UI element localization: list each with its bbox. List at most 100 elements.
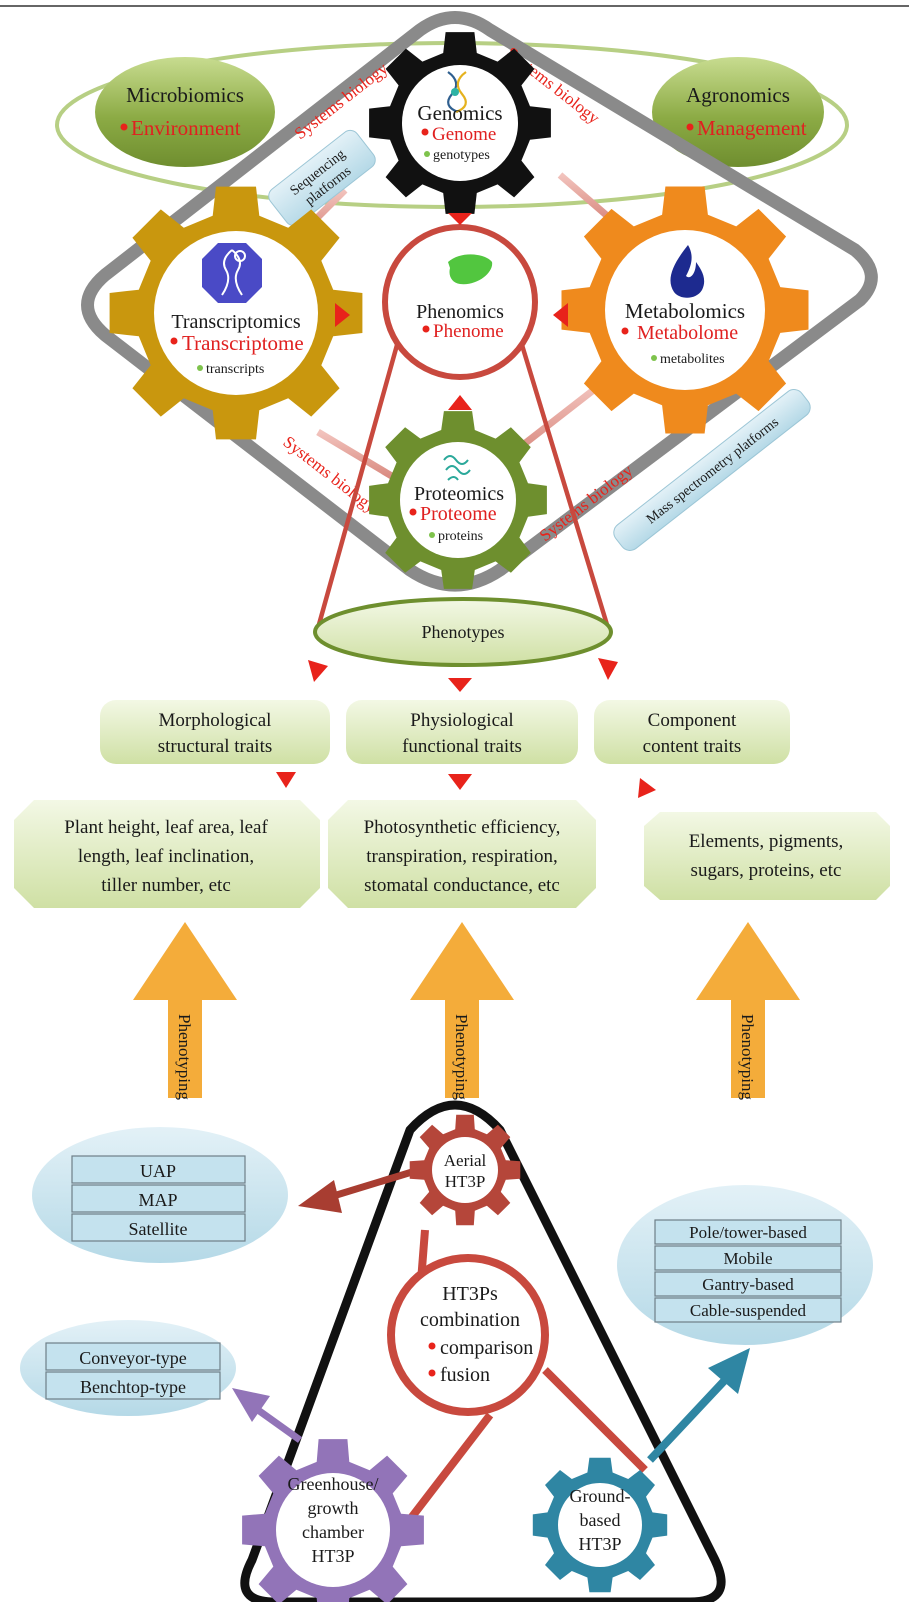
- ground-option-cable: [654, 1297, 842, 1323]
- examples-physiological: Photosynthetic efficiency, transpiration…: [328, 800, 596, 908]
- svg-text:Ground-: Ground-: [570, 1486, 631, 1506]
- combination-node: HT3Ps combination comparison fusion: [387, 1254, 549, 1416]
- trait-arrows: [308, 658, 618, 692]
- svg-text:Mass spectrometry platforms: Mass spectrometry platforms: [644, 415, 782, 527]
- svg-text:transpiration, respiration,: transpiration, respiration,: [366, 846, 558, 867]
- svg-text:length, leaf inclination,: length, leaf inclination,: [78, 846, 254, 867]
- svg-text:HT3Ps: HT3Ps: [442, 1283, 498, 1305]
- phenomics-node: Phenomics Phenome: [382, 224, 538, 380]
- sequencing-platforms-box: Sequencing platforms: [268, 129, 376, 227]
- flame-icon: [670, 245, 705, 298]
- svg-text:Satellite: Satellite: [129, 1219, 188, 1239]
- genomics-item: Genome: [432, 124, 496, 145]
- svg-text:Plant height, leaf area, leaf: Plant height, leaf area, leaf: [64, 817, 268, 838]
- agronomics-node: Agronomics Management: [652, 57, 824, 167]
- svg-text:combination: combination: [420, 1309, 520, 1331]
- trait-physiological: Physiological functional traits: [346, 700, 578, 764]
- aerial-gear: Aerial HT3P: [409, 1114, 521, 1226]
- microbiomics-node: Microbiomics Environment: [95, 57, 275, 167]
- phenotyping-arrow-left: Phenotyping: [133, 922, 237, 1100]
- phenomics-cone: [315, 344, 611, 629]
- svg-text:Morphological: Morphological: [159, 710, 272, 731]
- svg-text:tiller number, etc: tiller number, etc: [101, 875, 231, 896]
- svg-text:functional traits: functional traits: [402, 736, 522, 757]
- transcriptomics-title: Transcriptomics: [171, 311, 300, 333]
- dna-icon: [447, 71, 467, 114]
- greenhouse-option-benchtop: [45, 1371, 221, 1400]
- agronomics-title: Agronomics: [686, 83, 790, 107]
- svg-text:Pole/tower-based: Pole/tower-based: [689, 1223, 807, 1242]
- svg-text:UAP: UAP: [140, 1161, 176, 1181]
- phenotyping-arrow-middle: Phenotyping: [410, 922, 514, 1100]
- systems-biology-frame: [81, 11, 878, 592]
- svg-text:stomatal conductance, etc: stomatal conductance, etc: [364, 875, 560, 896]
- transcriptomics-item: Transcriptome: [182, 331, 304, 355]
- ground-gear: Ground- based HT3P: [532, 1457, 668, 1593]
- metabolomics-item: Metabolome: [637, 322, 738, 344]
- aerial-arrow: [298, 1168, 414, 1213]
- ground-option-mobile: [654, 1245, 842, 1271]
- svg-text:Greenhouse/: Greenhouse/: [288, 1474, 379, 1494]
- svg-text:Benchtop-type: Benchtop-type: [80, 1377, 186, 1397]
- svg-text:Phenotyping: Phenotyping: [738, 1014, 757, 1100]
- dna-octagon-icon: [202, 243, 262, 303]
- svg-text:Conveyor-type: Conveyor-type: [79, 1348, 187, 1368]
- ground-option-pole: [654, 1219, 842, 1245]
- svg-text:HT3P: HT3P: [578, 1534, 621, 1554]
- svg-text:Phenotyping: Phenotyping: [452, 1014, 471, 1100]
- svg-text:growth: growth: [308, 1498, 359, 1518]
- metabolomics-title: Metabolomics: [625, 299, 745, 323]
- svg-text:Gantry-based: Gantry-based: [702, 1275, 794, 1294]
- metabolomics-sub: metabolites: [660, 352, 725, 367]
- svg-text:Mobile: Mobile: [723, 1249, 772, 1268]
- genomics-gear: Genomics Genome genotypes: [369, 32, 551, 214]
- svg-text:Component: Component: [648, 710, 737, 731]
- trait-morphological: Morphological structural traits: [100, 700, 330, 764]
- aerial-option-uap: [71, 1155, 246, 1184]
- metabolomics-gear: Metabolomics Metabolome metabolites: [561, 186, 809, 434]
- svg-text:comparison: comparison: [440, 1337, 533, 1359]
- ground-arrow: [647, 1348, 750, 1463]
- svg-text:Cable-suspended: Cable-suspended: [690, 1301, 807, 1320]
- greenhouse-option-conveyor: [45, 1342, 221, 1371]
- proteomics-item: Proteome: [420, 503, 497, 525]
- svg-text:Elements, pigments,: Elements, pigments,: [689, 831, 844, 852]
- protein-icon: [443, 455, 471, 481]
- genomics-sub: genotypes: [433, 148, 490, 163]
- greenhouse-arrow: [232, 1388, 303, 1443]
- svg-text:Physiological: Physiological: [410, 710, 513, 731]
- svg-text:Photosynthetic efficiency,: Photosynthetic efficiency,: [364, 817, 561, 838]
- aerial-option-map: [71, 1184, 246, 1213]
- genomics-title: Genomics: [417, 101, 502, 125]
- svg-text:based: based: [580, 1510, 621, 1530]
- svg-text:chamber: chamber: [302, 1522, 364, 1542]
- microbiomics-title: Microbiomics: [126, 83, 244, 107]
- svg-text:Aerial: Aerial: [444, 1151, 487, 1170]
- microbiomics-item: Environment: [131, 116, 241, 140]
- trait-component: Component content traits: [594, 700, 790, 764]
- proteomics-title: Proteomics: [414, 483, 504, 505]
- phenotypes-label: Phenotypes: [422, 622, 505, 642]
- ground-option-gantry: [654, 1271, 842, 1297]
- ht3p-triangle: [240, 1100, 726, 1602]
- proteomics-sub: proteins: [438, 529, 483, 544]
- aerial-option-satellite: [71, 1213, 246, 1242]
- phenotyping-arrow-right: Phenotyping: [696, 922, 800, 1100]
- svg-text:content traits: content traits: [643, 736, 742, 757]
- svg-text:sugars, proteins, etc: sugars, proteins, etc: [691, 860, 842, 881]
- greenhouse-options: Conveyor-type Benchtop-type: [20, 1320, 236, 1416]
- greenhouse-gear: Greenhouse/ growth chamber HT3P: [242, 1439, 424, 1602]
- svg-text:MAP: MAP: [138, 1190, 177, 1210]
- phenomics-item: Phenome: [433, 321, 504, 342]
- phenotypes-node: Phenotypes: [313, 597, 613, 667]
- svg-text:HT3P: HT3P: [311, 1546, 354, 1566]
- examples-component: Elements, pigments, sugars, proteins, et…: [644, 812, 890, 900]
- aerial-options: UAP MAP Satellite: [32, 1127, 288, 1263]
- transcriptomics-gear: Transcriptomics Transcriptome transcript…: [109, 186, 363, 440]
- svg-text:fusion: fusion: [440, 1364, 490, 1386]
- transcriptomics-sub: transcripts: [206, 362, 264, 377]
- leaf-icon: [448, 254, 493, 285]
- phenomics-arrows: [335, 213, 568, 410]
- ground-options: Pole/tower-based Mobile Gantry-based Cab…: [617, 1185, 873, 1345]
